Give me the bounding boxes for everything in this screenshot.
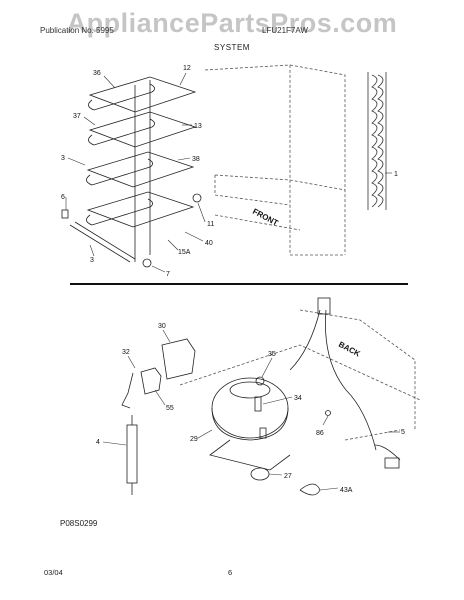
connector-block [317,297,331,315]
callout-86: 86 [316,430,324,437]
callout-13: 13 [194,123,202,130]
callout-27: 27 [284,473,292,480]
callout-34: 34 [294,395,302,402]
callout-37: 37 [73,113,81,120]
footer-page-number: 6 [228,568,233,577]
callout-38: 38 [192,156,200,163]
watermark-logo: AppliancePartsPros.com [66,8,398,38]
callout-55: 55 [166,405,174,412]
header-publication: Publication No. 5995 [40,26,114,35]
callout-29: 29 [190,436,198,443]
base-pan-outline [179,309,421,441]
screw-part [325,410,331,416]
callout-40: 40 [205,240,213,247]
condenser-coil [367,72,387,210]
callout-4: 4 [96,439,100,446]
bracket-part [61,209,69,219]
compressor-body [209,376,291,471]
callout-11: 11 [207,221,214,228]
callout-35: 35 [268,351,276,358]
callout-36: 36 [93,70,101,77]
callout-3b: 3 [90,257,94,264]
section-divider [70,283,408,285]
section-title: SYSTEM [214,43,250,52]
clip-part [192,193,202,203]
callout-12: 12 [183,65,191,72]
power-cord-plug [384,457,400,469]
back-label: BACK [337,340,362,359]
diagram-code: P08S0299 [60,519,98,528]
callout-3a: 3 [61,155,65,162]
callout-1: 1 [394,171,398,178]
front-label: FRONT [251,207,280,228]
callout-5: 5 [401,429,405,436]
relay-overload [140,338,196,395]
callout-6: 6 [61,194,65,201]
drier-tube [126,415,138,495]
drier-part [142,258,152,268]
callout-32: 32 [122,349,130,356]
callout-43a: 43A [340,487,353,494]
clamp-part [299,483,321,496]
header-model: LFU21F7AW [262,26,308,35]
cabinet-outline [204,64,346,256]
evaporator-shelves [69,76,197,263]
callout-15a: 15A [178,249,191,256]
grommet-part [250,467,270,481]
callout-7: 7 [166,271,170,278]
footer-date: 03/04 [44,568,63,577]
callout-30: 30 [158,323,166,330]
